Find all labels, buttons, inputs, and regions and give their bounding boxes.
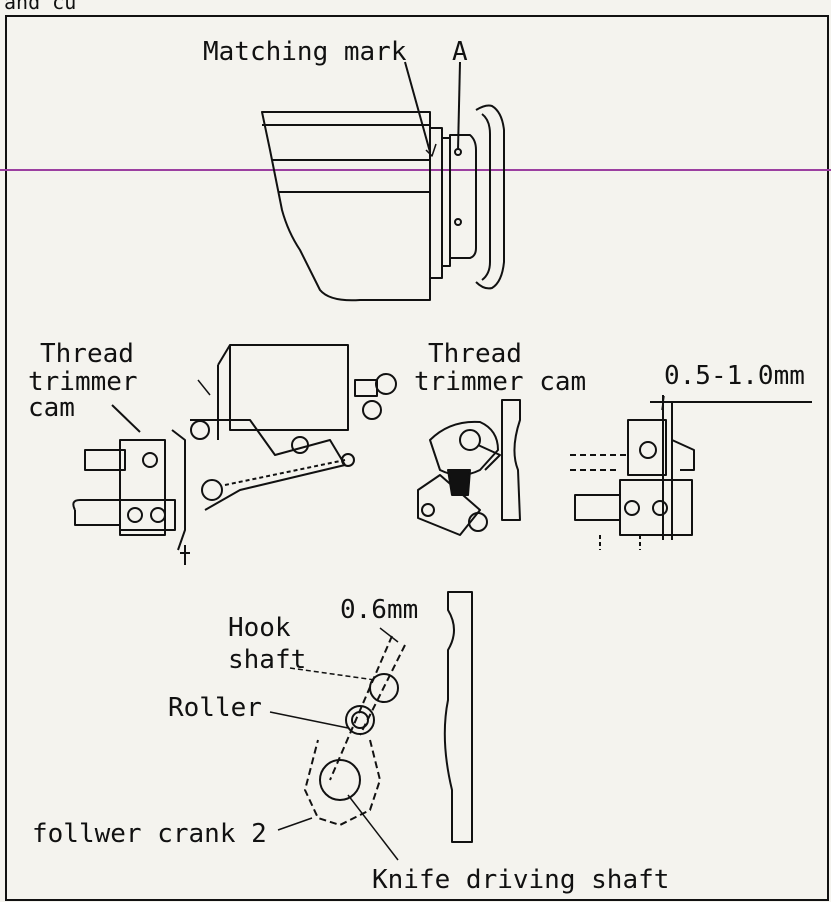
hook-shaft-label-1: Hook bbox=[228, 613, 291, 643]
top-fragment-text: and cu bbox=[4, 0, 77, 14]
hook-shaft-label-2: shaft bbox=[228, 645, 307, 675]
crank-roller-drawing bbox=[269, 591, 473, 861]
knife-driving-shaft-label: Knife driving shaft bbox=[372, 865, 670, 895]
gap-dimension-label: 0.5-1.0mm bbox=[664, 361, 805, 391]
follower-crank-label: follwer crank 2 bbox=[32, 819, 267, 849]
point-a-label: A bbox=[452, 37, 468, 67]
thread-trimmer-cam-label-left-3: cam bbox=[28, 393, 75, 423]
roller-label: Roller bbox=[168, 693, 262, 723]
arm-pulley-drawing bbox=[261, 61, 505, 302]
thread-trimmer-cam-label-mid-1: Thread bbox=[428, 339, 522, 369]
thread-trimmer-cam-label-mid-2: trimmer cam bbox=[414, 367, 587, 397]
gap-view-drawing bbox=[570, 395, 812, 550]
thread-trimmer-cam-drawing bbox=[417, 399, 521, 536]
figure-border bbox=[5, 15, 829, 901]
thread-trimmer-cam-label-left-2: trimmer bbox=[28, 367, 138, 397]
thread-trimmer-left-drawing bbox=[72, 344, 397, 565]
thread-trimmer-cam-label-left-1: Thread bbox=[40, 339, 134, 369]
gap-dimension-label-small: 0.6mm bbox=[340, 595, 419, 625]
matching-mark-label: Matching mark bbox=[203, 37, 407, 67]
